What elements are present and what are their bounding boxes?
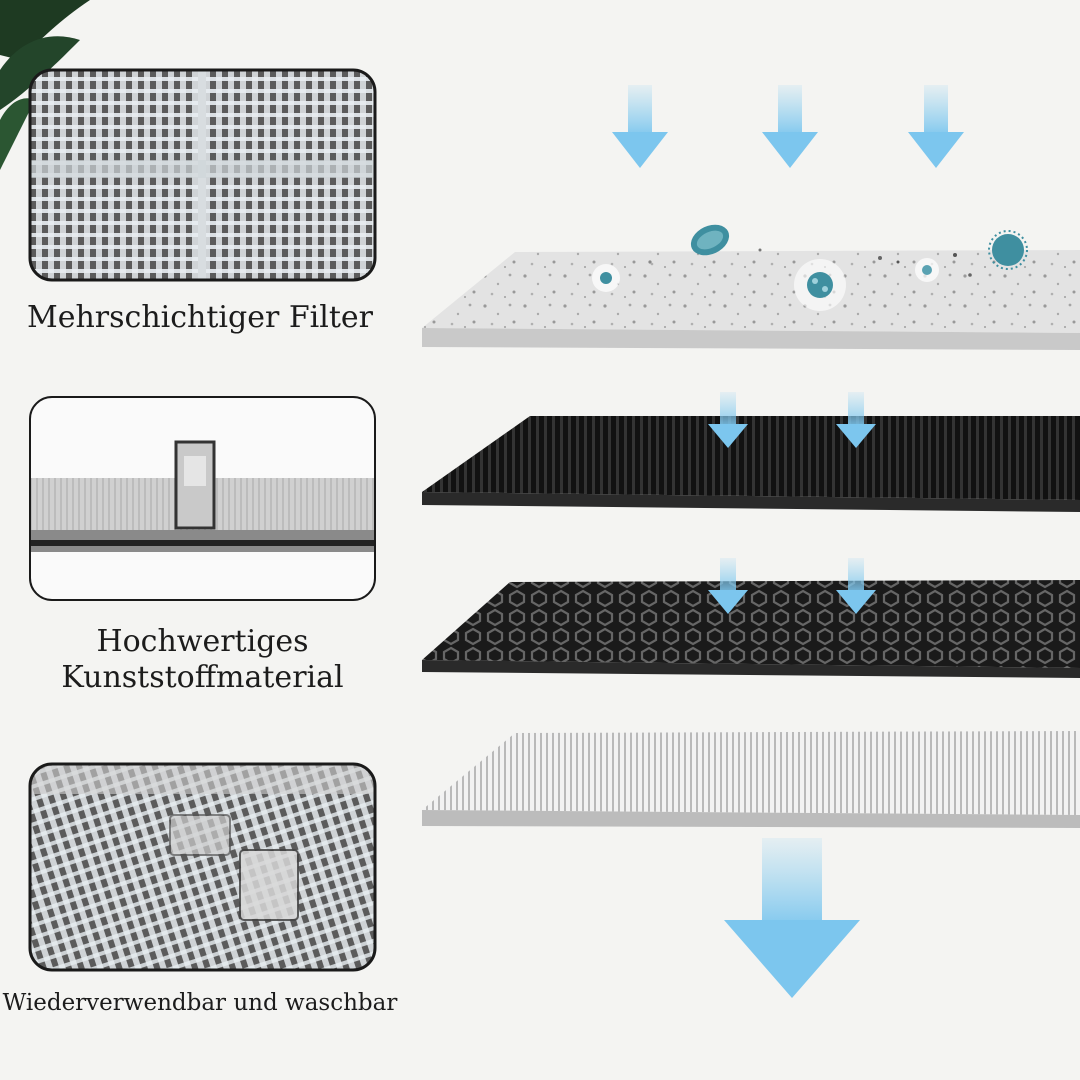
- arrow-down-icon: [612, 85, 668, 168]
- arrow-down-icon: [836, 558, 876, 614]
- bacteria-particle-icon: [690, 224, 730, 256]
- airflow-arrow-output-icon: [724, 838, 860, 998]
- virus-particle-icon: [988, 230, 1028, 270]
- plastic-material-photo: [30, 397, 375, 600]
- caption-washable: Wiederverwendbar und waschbar: [2, 990, 398, 1016]
- plant-leaves-decoration: [0, 0, 90, 170]
- filter-layer-honeycomb: [422, 580, 1080, 678]
- arrow-down-icon: [908, 85, 964, 168]
- airflow-arrows-top: [612, 85, 964, 168]
- filter-layer-foam: [422, 250, 1080, 350]
- washable-filter-photo: [30, 764, 375, 970]
- arrow-down-icon: [762, 85, 818, 168]
- arrow-down-icon: [708, 558, 748, 614]
- dust-particle-icon: [592, 264, 620, 292]
- arrow-down-icon: [708, 392, 748, 448]
- filter-layer-carbon-mesh: [422, 416, 1080, 512]
- airflow-arrows-mid2: [708, 558, 876, 614]
- airflow-arrows-mid1: [708, 392, 876, 448]
- virus-particle-icon: [794, 259, 846, 311]
- multilayer-filter-photo: [30, 70, 375, 280]
- filter-layer-hepa: [422, 731, 1080, 828]
- caption-plastic-material: Hochwertiges Kunststoffmaterial: [20, 624, 385, 696]
- caption-multilayer-filter: Mehrschichtiger Filter: [26, 300, 373, 335]
- caption-line: Kunststoffmaterial: [61, 660, 344, 695]
- arrow-down-icon: [836, 392, 876, 448]
- caption-line: Hochwertiges: [96, 624, 309, 659]
- dust-particle-icon: [915, 258, 939, 282]
- dust-particles: [592, 224, 1028, 311]
